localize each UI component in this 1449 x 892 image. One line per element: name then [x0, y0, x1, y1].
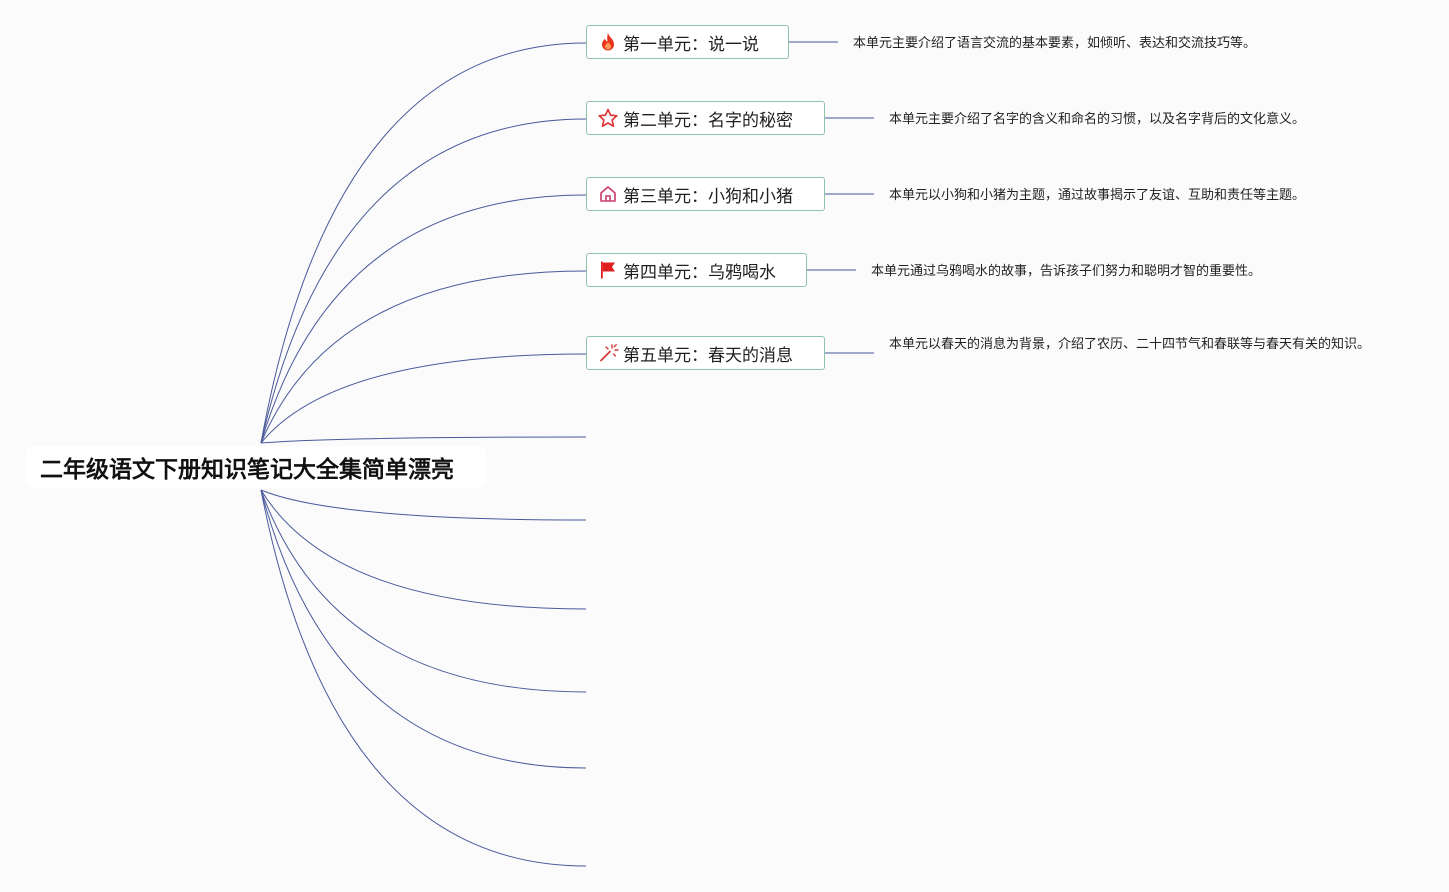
unit-3-note: 本单元以小狗和小猪为主题，通过故事揭示了友谊、互助和责任等主题。: [889, 188, 1306, 203]
branch-line-3: [260, 194, 587, 444]
topic-unit-3[interactable]: 第三单元：小狗和小猪: [586, 177, 825, 211]
topic-title: 第五单元：春天的消息: [623, 345, 793, 366]
branch-line-5: [260, 353, 587, 444]
unit-5-note: 本单元以春天的消息为背景，介绍了农历、二十四节气和春联等与春天有关的知识。: [889, 337, 1371, 352]
fire-icon: [597, 31, 619, 53]
topic-unit-1[interactable]: 第一单元：说一说: [586, 25, 789, 59]
topic-title: 第一单元：说一说: [623, 34, 759, 55]
topic-title: 第二单元：名字的秘密: [623, 110, 793, 131]
home-icon: [597, 183, 619, 205]
branch-line-10: [260, 489, 587, 769]
unit-2-note: 本单元主要介绍了名字的含义和命名的习惯，以及名字背后的文化意义。: [889, 112, 1306, 127]
branch-line-11: [260, 489, 587, 867]
flag-icon: [597, 259, 619, 281]
magic-wand-icon: [597, 342, 619, 364]
star-icon: [597, 107, 619, 129]
branch-line-4: [260, 270, 587, 444]
branch-line-7: [260, 489, 587, 521]
branch-line-6: [260, 436, 587, 444]
topic-title: 第三单元：小狗和小猪: [623, 186, 793, 207]
topic-unit-5[interactable]: 第五单元：春天的消息: [586, 336, 825, 370]
topic-unit-4[interactable]: 第四单元：乌鸦喝水: [586, 253, 807, 287]
branch-line-8: [260, 489, 587, 610]
unit-4-note: 本单元通过乌鸦喝水的故事，告诉孩子们努力和聪明才智的重要性。: [871, 264, 1262, 279]
branch-line-9: [260, 489, 587, 693]
unit-1-note: 本单元主要介绍了语言交流的基本要素，如倾听、表达和交流技巧等。: [853, 36, 1257, 51]
root-title: 二年级语文下册知识笔记大全集简单漂亮: [40, 457, 454, 483]
topic-unit-2[interactable]: 第二单元：名字的秘密: [586, 101, 825, 135]
branch-line-2: [260, 118, 587, 444]
topic-title: 第四单元：乌鸦喝水: [623, 262, 776, 283]
root-topic[interactable]: 二年级语文下册知识笔记大全集简单漂亮: [26, 446, 486, 488]
branch-line-1: [260, 42, 587, 444]
